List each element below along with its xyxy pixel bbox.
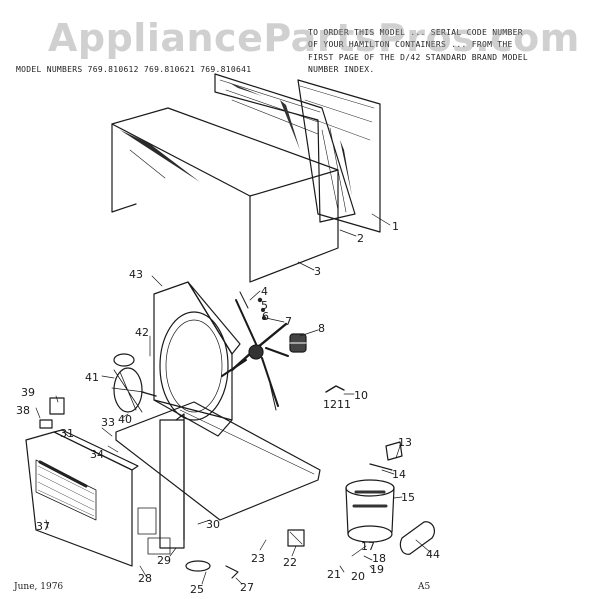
- part-label-29: 29: [157, 554, 171, 567]
- part-terminal-hardware: [137, 507, 305, 579]
- part-label-5: 5: [261, 299, 268, 312]
- part-label-43: 43: [129, 268, 143, 281]
- part-relay: [369, 441, 403, 471]
- part-label-30: 30: [206, 518, 220, 531]
- header-note-line-3: FIRST PAGE OF THE D/42 STANDARD BRAND MO…: [308, 53, 529, 62]
- part-label-37: 37: [36, 520, 50, 533]
- part-label-3: 3: [314, 265, 321, 278]
- part-small-hardware: [257, 297, 345, 393]
- part-label-13: 13: [398, 436, 412, 449]
- part-label-38: 38: [16, 404, 30, 417]
- part-label-44: 44: [426, 548, 440, 561]
- part-label-19: 19: [370, 563, 384, 576]
- part-capacitor: [399, 521, 436, 555]
- part-label-15: 15: [401, 491, 415, 504]
- part-label-11: 11: [337, 398, 351, 411]
- part-label-17: 17: [361, 540, 375, 553]
- part-label-23: 23: [251, 552, 265, 565]
- part-label-40: 40: [118, 413, 132, 426]
- part-label-21: 21: [327, 568, 341, 581]
- part-label-27: 27: [240, 581, 254, 594]
- model-numbers: MODEL NUMBERS 769.810612 769.810621 769.…: [16, 65, 252, 74]
- leader-lines: [35, 213, 431, 585]
- header-note-line-2: OF YOUR HAMILTON CONTAINERS ... FROM THE: [308, 40, 513, 49]
- part-condenser-fan: [221, 291, 289, 411]
- part-label-20: 20: [351, 570, 365, 583]
- part-label-7: 7: [285, 315, 292, 328]
- header-note-line-4: NUMBER INDEX.: [308, 65, 375, 74]
- part-label-28: 28: [138, 572, 152, 585]
- part-label-1: 1: [392, 220, 399, 233]
- part-label-39: 39: [21, 386, 35, 399]
- part-cabinet: [111, 107, 339, 283]
- part-shroud: [153, 281, 241, 437]
- header-note-line-1: TO ORDER THIS MODEL ... SERIAL CODE NUMB…: [308, 28, 523, 37]
- part-label-25: 25: [190, 583, 204, 595]
- part-number-labels: 1 2 3 4 5 6 7 8 10 11 12 13 14 15 17 18 …: [16, 220, 440, 596]
- part-label-34: 34: [90, 448, 104, 461]
- part-front-grille: [25, 429, 139, 567]
- part-base-pan: [115, 401, 321, 549]
- footer-date: June, 1976: [14, 582, 64, 592]
- part-label-12: 12: [323, 398, 337, 411]
- part-label-33: 33: [101, 416, 115, 429]
- part-label-4: 4: [261, 285, 268, 298]
- part-label-8: 8: [318, 322, 325, 335]
- part-label-22: 22: [283, 556, 297, 569]
- part-label-10: 10: [354, 389, 368, 402]
- part-label-18: 18: [372, 552, 386, 565]
- part-label-2: 2: [357, 232, 364, 245]
- footer-page-code: A5: [418, 582, 431, 592]
- part-fan-motor: [289, 333, 307, 353]
- part-label-14: 14: [392, 468, 406, 481]
- part-condenser-coil: [214, 73, 356, 223]
- watermark: AppliancePartsPros.com: [48, 16, 580, 60]
- part-rear-panel: [297, 79, 381, 233]
- part-compressor: [345, 479, 395, 543]
- part-label-6: 6: [262, 310, 269, 323]
- part-blower-wheel: [111, 353, 157, 413]
- part-label-42: 42: [135, 326, 149, 339]
- part-label-41: 41: [85, 371, 99, 384]
- part-control-knob: [39, 397, 65, 429]
- part-label-31: 31: [60, 427, 74, 440]
